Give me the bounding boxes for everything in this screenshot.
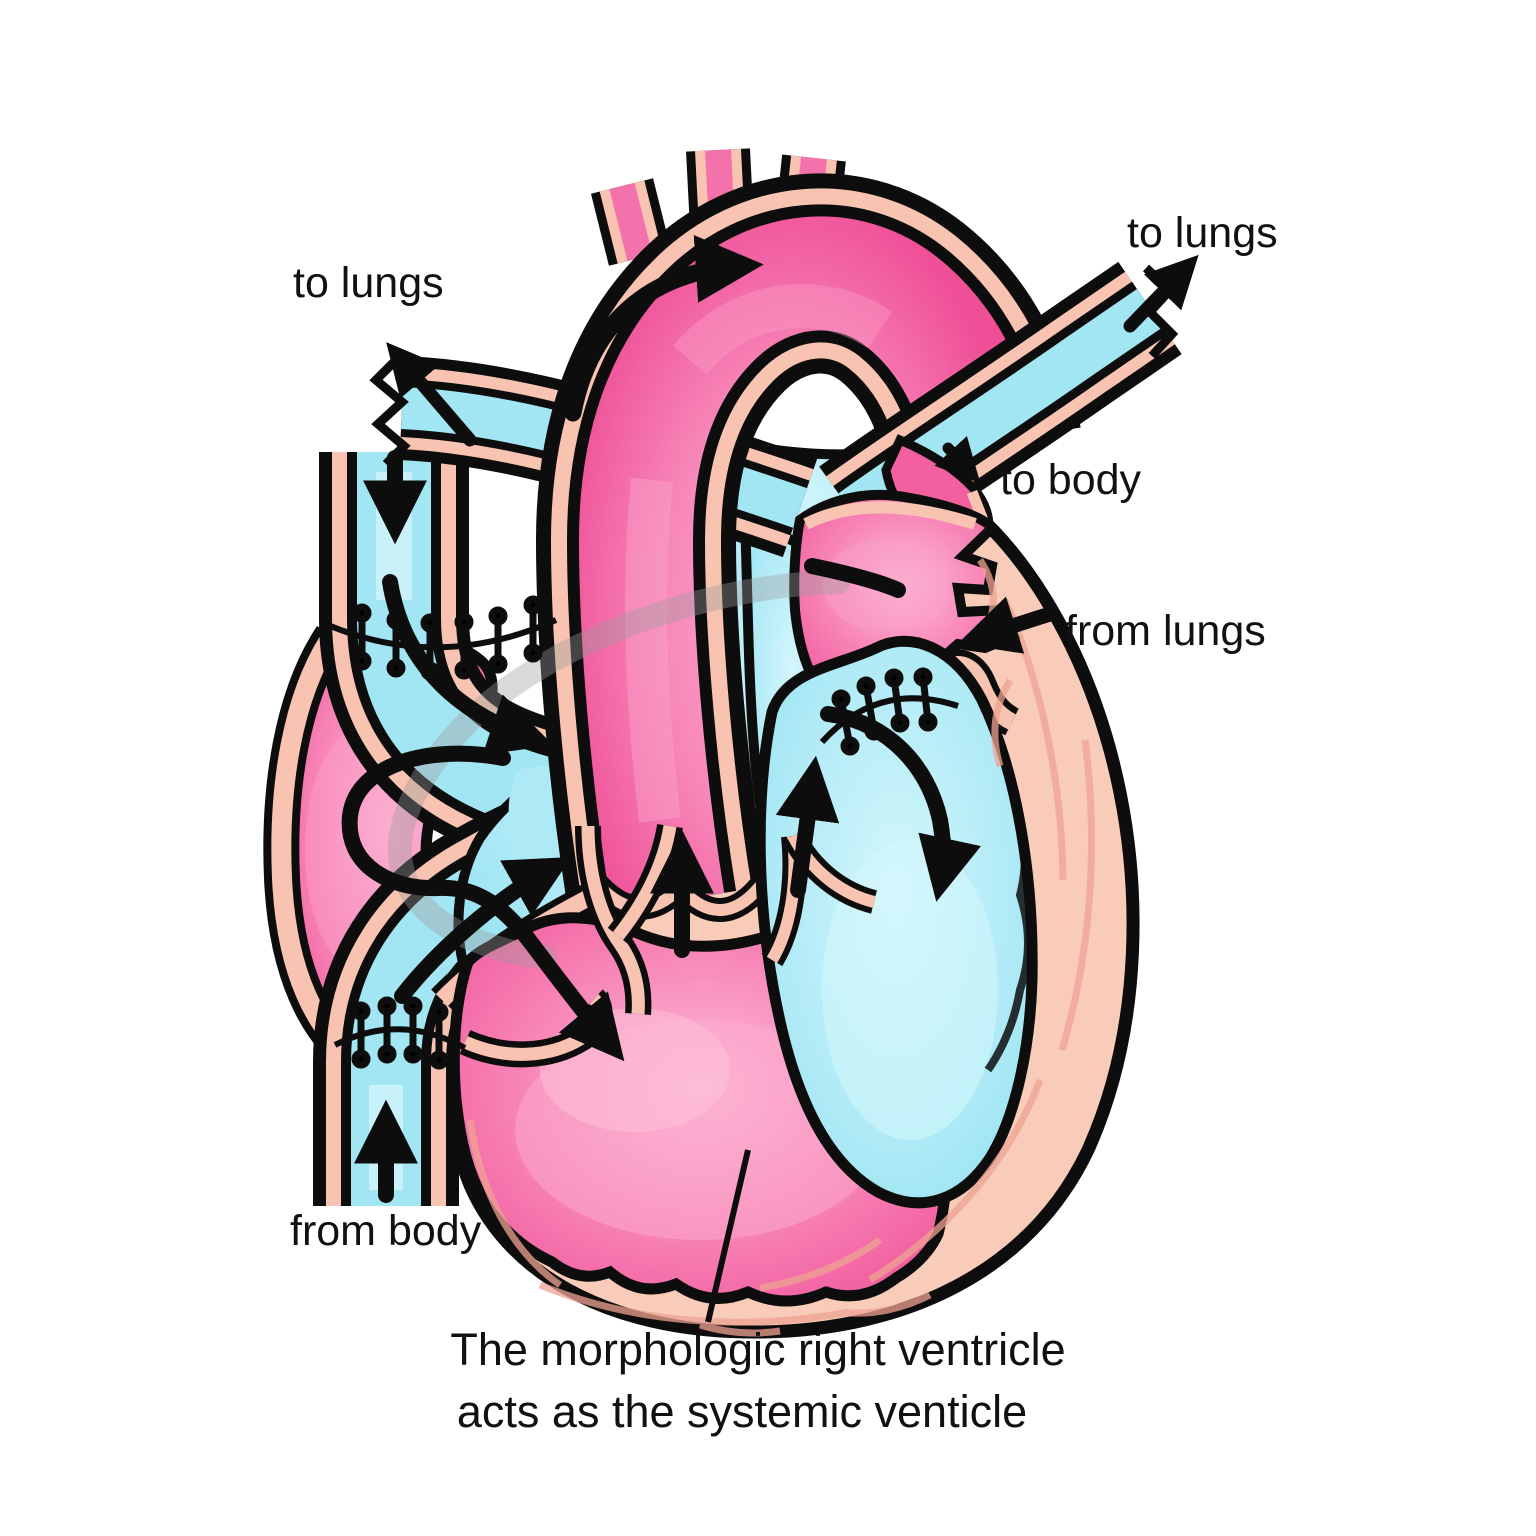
label-to-lungs-right: to lungs	[1127, 209, 1278, 257]
suture-ivc	[333, 996, 467, 1070]
to-lungs-right-arrow	[1123, 254, 1199, 333]
to-lungs-left-arrow	[386, 342, 477, 447]
flow-arrow-atrium-inflow	[804, 558, 906, 598]
caption-leader-line	[705, 1149, 751, 1323]
label-to-body: to body	[1000, 456, 1142, 504]
caption-line2: acts as the systemic venticle	[457, 1386, 1027, 1437]
flow-arrow-ivc-baffle	[394, 857, 572, 1004]
to-body-arrow	[934, 436, 981, 484]
flow-arrow-lv-to-pa	[775, 755, 840, 898]
label-arrows	[386, 254, 1199, 654]
flow-arrow-aortic-arch	[564, 234, 764, 422]
flow-arrow-svc-baffle	[382, 574, 554, 756]
flow-arrows	[341, 234, 982, 1203]
from-lungs-arrow	[957, 596, 1058, 654]
caption-line1: The morphologic right ventricle	[450, 1324, 1065, 1375]
flow-arrow-mitral-inflow	[820, 706, 982, 902]
label-from-body: from body	[290, 1207, 482, 1255]
lpa-cut-edge	[369, 352, 411, 468]
flow-arrow-pulmonary-venous-loop	[341, 745, 625, 1062]
label-from-lungs: from lungs	[1065, 607, 1266, 655]
myocardium-texture	[466, 558, 1095, 1337]
label-to-lungs-left: to lungs	[293, 259, 444, 307]
aorta	[535, 148, 1081, 919]
